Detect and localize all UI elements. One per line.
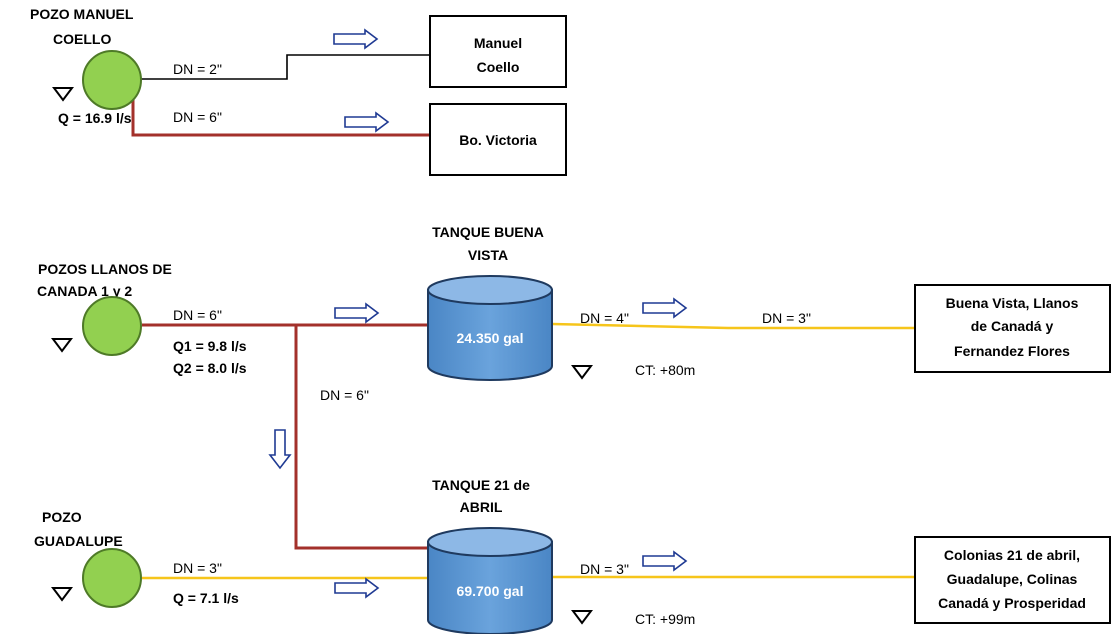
well-manuel-title-2: COELLO (53, 31, 111, 47)
pipe-manuel-coello (140, 54, 430, 80)
dest-manuel-coello-box (429, 15, 567, 88)
well-manuel-coello (82, 50, 142, 110)
pipe-dn-label: DN = 4" (580, 310, 629, 326)
dest-colonias-1: Colonias 21 de abril, (944, 547, 1080, 563)
dest-colonias-3: Canadá y Prosperidad (938, 595, 1086, 611)
well-flow-label: Q = 7.1 l/s (173, 590, 239, 606)
pipe-dn-label: DN = 6" (320, 387, 369, 403)
pipe-dn-label: DN = 3" (762, 310, 811, 326)
flow-arrow-icon (344, 111, 390, 133)
dest-victoria-1: Bo. Victoria (459, 132, 537, 148)
well-manuel-title-1: POZO MANUEL (30, 6, 134, 22)
dest-buena-vista-2: de Canadá y (971, 318, 1054, 334)
tank-21-volume: 69.700 gal (457, 583, 524, 599)
well-guadalupe-title-2: GUADALUPE (34, 533, 123, 549)
pipe-llanos-down (294, 325, 430, 550)
well-llanos (82, 296, 142, 356)
tank-21-title-1: TANQUE 21 de (432, 477, 530, 493)
dest-buena-vista-box (914, 284, 1111, 373)
well-llanos-title-1: POZOS LLANOS DE (38, 261, 172, 277)
tank-buena-vista (427, 275, 553, 381)
water-level-triangle (571, 365, 593, 380)
tank-21-ct: CT: +99m (635, 611, 695, 627)
water-level-triangle (51, 338, 73, 353)
dest-manuel-coello-2: Coello (477, 59, 520, 75)
tank-21-abril (427, 527, 553, 634)
dest-buena-vista-3: Fernandez Flores (954, 343, 1070, 359)
pipe-bo-victoria (131, 98, 430, 137)
dest-buena-vista-1: Buena Vista, Llanos (946, 295, 1079, 311)
well-llanos-title-2: CANADA 1 y 2 (37, 283, 132, 299)
flow-arrow-icon (334, 302, 380, 324)
tank-buena-ct: CT: +80m (635, 362, 695, 378)
flow-arrow-icon (642, 550, 688, 572)
dest-colonias-2: Guadalupe, Colinas (947, 571, 1078, 587)
pipe-buena-out (551, 322, 915, 330)
flow-arrow-icon (268, 429, 292, 470)
well-flow-label: Q = 16.9 l/s (58, 110, 132, 126)
water-level-triangle (52, 87, 74, 102)
well-guadalupe (82, 548, 142, 608)
tank-buena-volume: 24.350 gal (457, 330, 524, 346)
pipe-dn-label: DN = 3" (173, 560, 222, 576)
flow-arrow-icon (642, 297, 688, 319)
flow-arrow-icon (334, 577, 380, 599)
dest-manuel-coello-1: Manuel (474, 35, 522, 51)
dest-victoria-box (429, 103, 567, 176)
tank-21-title-2: ABRIL (460, 499, 503, 515)
pipe-dn-label: DN = 6" (173, 109, 222, 125)
well-flow-label: Q1 = 9.8 l/s (173, 338, 247, 354)
flow-arrow-icon (333, 28, 379, 50)
tank-buena-title-1: TANQUE BUENA (432, 224, 544, 240)
well-guadalupe-title-1: POZO (42, 509, 82, 525)
water-level-triangle (571, 610, 593, 625)
water-level-triangle (51, 587, 73, 602)
dest-colonias-box (914, 536, 1111, 624)
pipe-dn-label: DN = 3" (580, 561, 629, 577)
tank-buena-title-2: VISTA (468, 247, 508, 263)
pipe-dn-label: DN = 6" (173, 307, 222, 323)
well-flow-label: Q2 = 8.0 l/s (173, 360, 247, 376)
pipe-dn-label: DN = 2" (173, 61, 222, 77)
